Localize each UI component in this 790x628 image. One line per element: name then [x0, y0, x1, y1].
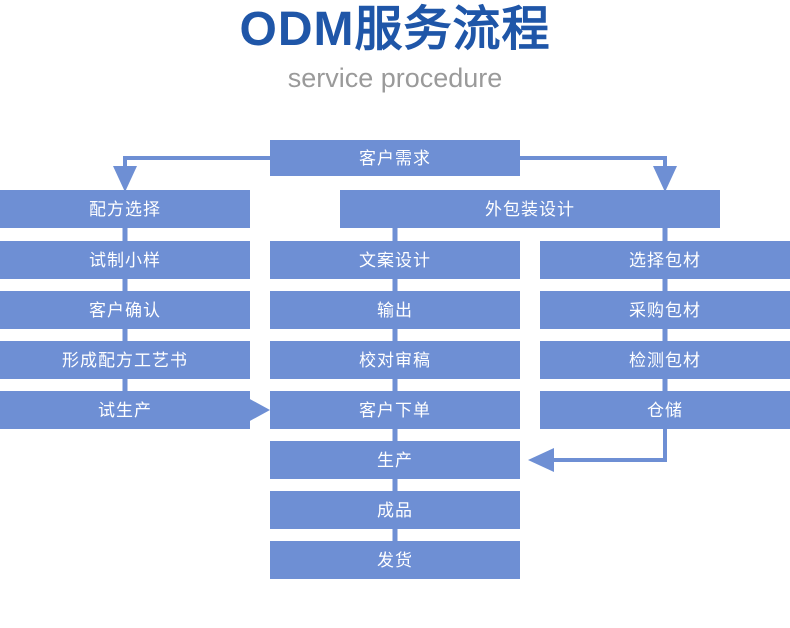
edge-customer-demand-to-package-design — [520, 156, 677, 192]
node-warehousing[interactable]: 仓储 — [540, 391, 790, 429]
node-label: 输出 — [377, 300, 413, 320]
node-inspect-packaging-material[interactable]: 检测包材 — [540, 341, 790, 379]
arrowhead-left-icon — [528, 448, 554, 472]
node-label: 配方选择 — [89, 199, 161, 219]
node-purchase-packaging-material[interactable]: 采购包材 — [540, 291, 790, 329]
node-label: 采购包材 — [629, 300, 701, 320]
arrowhead-down-icon — [653, 166, 677, 192]
node-label: 生产 — [377, 450, 413, 470]
node-label: 选择包材 — [629, 250, 701, 270]
node-label: 文案设计 — [359, 250, 431, 270]
node-label: 试制小样 — [89, 250, 161, 270]
node-label: 试生产 — [98, 400, 152, 420]
edge-trial-production-to-customer-order — [248, 398, 270, 422]
diagram-header: ODM服务流程 service procedure — [0, 0, 790, 120]
node-trial-sample[interactable]: 试制小样 — [0, 241, 250, 279]
node-customer-demand[interactable]: 客户需求 — [270, 140, 520, 176]
node-customer-confirmation[interactable]: 客户确认 — [0, 291, 250, 329]
node-customer-order[interactable]: 客户下单 — [270, 391, 520, 429]
node-shipment[interactable]: 发货 — [270, 541, 520, 579]
page-title: ODM服务流程 — [239, 3, 551, 56]
node-label: 客户下单 — [359, 400, 431, 420]
node-output[interactable]: 输出 — [270, 291, 520, 329]
node-outer-package-design[interactable]: 外包装设计 — [340, 190, 720, 228]
node-label: 客户确认 — [89, 300, 161, 320]
node-copywriting-design[interactable]: 文案设计 — [270, 241, 520, 279]
node-select-packaging-material[interactable]: 选择包材 — [540, 241, 790, 279]
edge-warehouse-to-production — [528, 429, 667, 472]
node-label: 校对审稿 — [359, 350, 431, 370]
node-proofreading-review[interactable]: 校对审稿 — [270, 341, 520, 379]
arrowhead-down-icon — [113, 166, 137, 192]
page-subtitle: service procedure — [287, 63, 503, 93]
node-label: 检测包材 — [629, 350, 701, 370]
node-label: 发货 — [377, 550, 413, 570]
node-label: 仓储 — [647, 400, 683, 420]
node-formula-process-document[interactable]: 形成配方工艺书 — [0, 341, 250, 379]
node-production[interactable]: 生产 — [270, 441, 520, 479]
arrowhead-right-icon — [248, 398, 270, 422]
node-label: 成品 — [377, 500, 413, 520]
edge-customer-demand-to-formula-selection — [113, 156, 270, 192]
node-label: 客户需求 — [359, 148, 431, 168]
node-trial-production[interactable]: 试生产 — [0, 391, 250, 429]
node-label: 外包装设计 — [485, 199, 575, 219]
node-finished-product[interactable]: 成品 — [270, 491, 520, 529]
node-formula-selection[interactable]: 配方选择 — [0, 190, 250, 228]
node-label: 形成配方工艺书 — [62, 350, 188, 370]
